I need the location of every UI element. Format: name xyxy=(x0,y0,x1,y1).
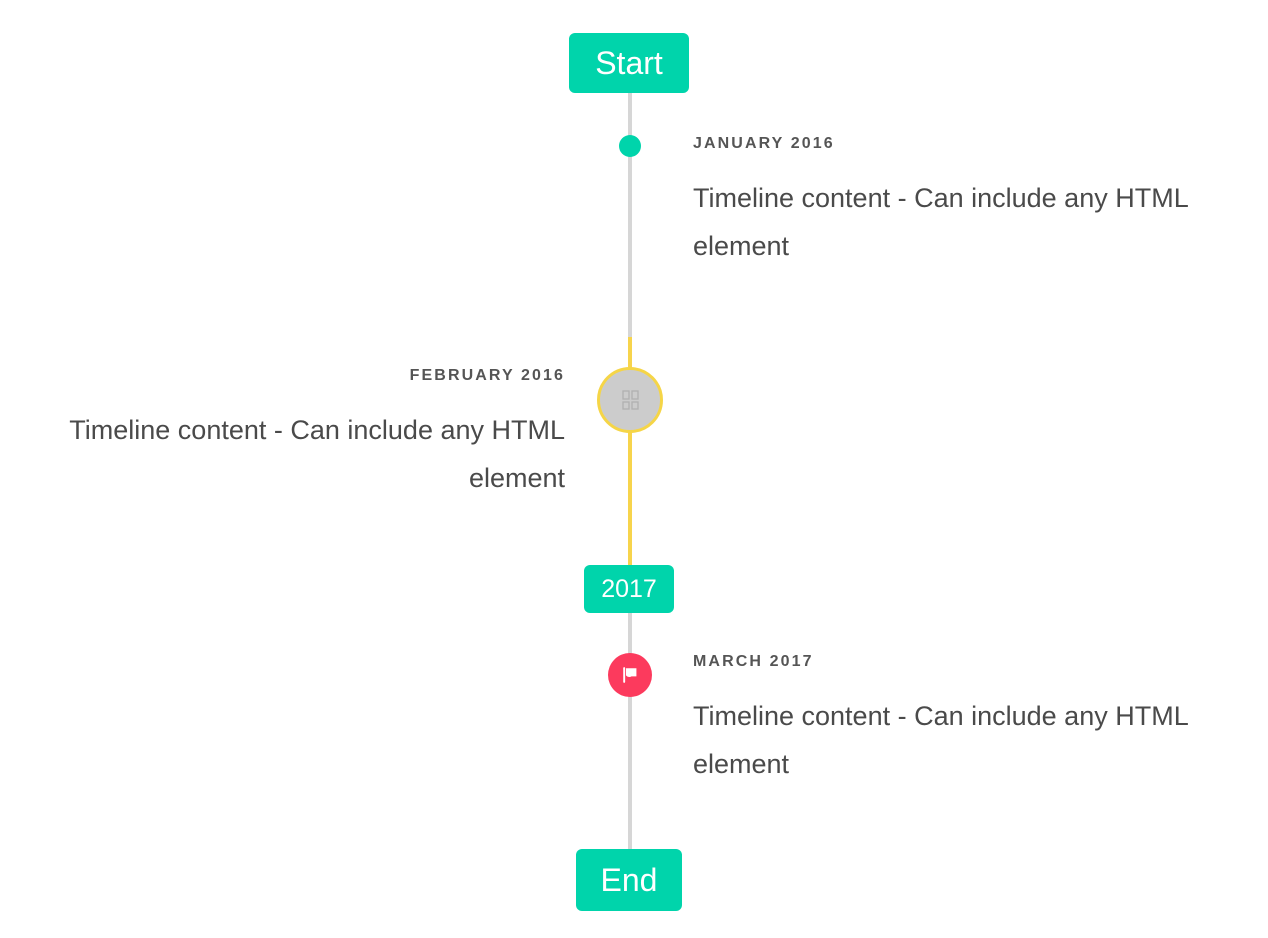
timeline-entry-date: MARCH 2017 xyxy=(693,653,814,670)
timeline-entry-body: Timeline content - Can include any HTML … xyxy=(693,183,1188,262)
timeline-marker-ring[interactable] xyxy=(597,367,663,433)
timeline-entry-body: Timeline content - Can include any HTML … xyxy=(693,701,1188,780)
missing-glyph-icon xyxy=(621,390,639,410)
timeline-entry-date: JANUARY 2016 xyxy=(693,135,835,152)
timeline-entry-january: JANUARY 2016 Timeline content - Can incl… xyxy=(693,136,1223,270)
flag-icon xyxy=(619,664,641,686)
timeline-end-badge[interactable]: End xyxy=(576,849,682,911)
timeline-year-badge[interactable]: 2017 xyxy=(584,565,674,613)
timeline-entry-february: FEBRUARY 2016 Timeline content - Can inc… xyxy=(38,368,565,502)
timeline-marker-flag[interactable] xyxy=(608,653,652,697)
timeline-start-badge[interactable]: Start xyxy=(569,33,689,93)
timeline-entry-date: FEBRUARY 2016 xyxy=(409,367,565,384)
timeline-entry-body: Timeline content - Can include any HTML … xyxy=(69,415,565,494)
timeline-axis-segment-highlighted xyxy=(628,337,632,565)
timeline-marker-dot[interactable] xyxy=(619,135,641,157)
timeline-axis-segment-bottom xyxy=(628,613,632,849)
timeline-entry-march: MARCH 2017 Timeline content - Can includ… xyxy=(693,654,1223,788)
timeline-axis-segment-top xyxy=(628,93,632,337)
